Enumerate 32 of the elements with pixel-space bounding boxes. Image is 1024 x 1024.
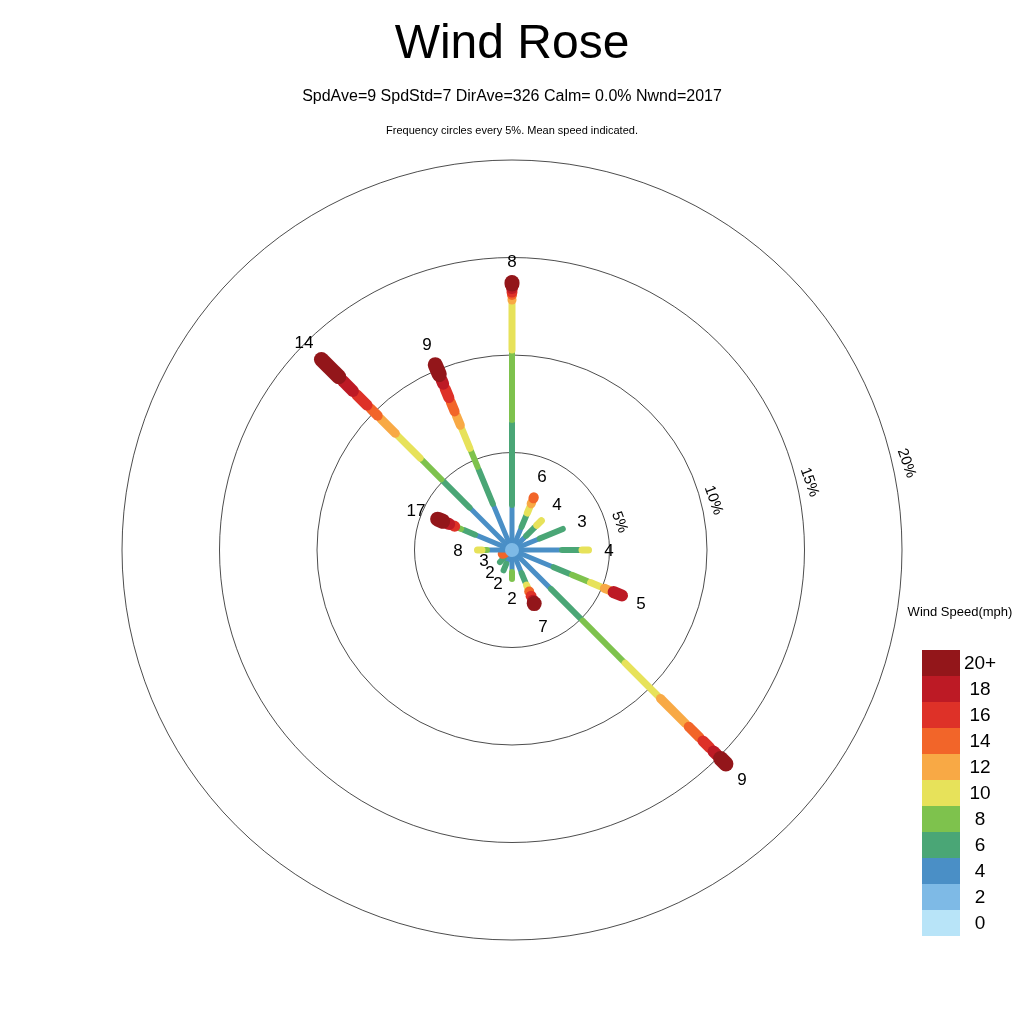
- ring-label: 20%: [894, 446, 920, 480]
- mean-speed-label: 2: [507, 589, 517, 609]
- mean-speed-label: 9: [422, 335, 432, 355]
- legend-label: 18: [968, 677, 992, 701]
- legend-label: 8: [973, 807, 987, 831]
- legend-label: 0: [973, 911, 987, 935]
- legend-label: 10: [968, 781, 992, 805]
- mean-speed-label: 3: [577, 512, 587, 532]
- mean-speed-label: 2: [493, 574, 503, 594]
- legend-label: 16: [968, 703, 992, 727]
- legend-label: 12: [968, 755, 992, 779]
- mean-speed-label: 4: [604, 541, 614, 561]
- legend-title: Wind Speed(mph): [907, 604, 1013, 620]
- ring-label: 5%: [608, 509, 632, 535]
- mean-speed-label: 7: [538, 617, 548, 637]
- legend-label: 14: [968, 729, 992, 753]
- mean-speed-label: 8: [453, 541, 463, 561]
- mean-speed-label: 4: [552, 495, 562, 515]
- mean-speed-label: 14: [294, 333, 314, 353]
- legend-label: 4: [973, 859, 987, 883]
- legend-label: 2: [973, 885, 987, 909]
- stats-line: SpdAve=9 SpdStd=7 DirAve=326 Calm= 0.0% Nwnd=2017: [302, 87, 722, 105]
- mean-speed-label: 17: [406, 501, 426, 521]
- mean-speed-label: 6: [537, 467, 547, 487]
- mean-speed-label: 9: [737, 770, 747, 790]
- note: Frequency circles every 5%. Mean speed indicated.: [386, 123, 638, 137]
- legend-label: 6: [973, 833, 987, 857]
- ring-label: 10%: [701, 483, 727, 517]
- mean-speed-label: 5: [636, 594, 646, 614]
- ring-label: 15%: [797, 465, 823, 499]
- chart-title: Wind Rose: [394, 15, 630, 69]
- legend-label: 20+: [962, 651, 998, 675]
